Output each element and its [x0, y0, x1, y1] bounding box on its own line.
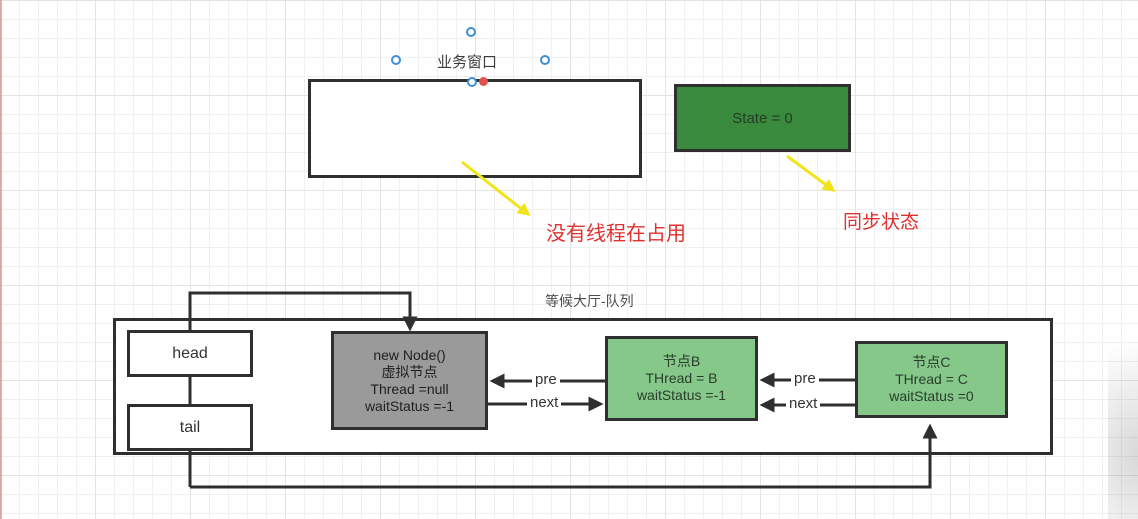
node-line: 虚拟节点: [381, 363, 438, 380]
corner-shadow: [1108, 309, 1138, 519]
node-line: 节点B: [662, 353, 701, 369]
selection-handle-left[interactable]: [391, 55, 401, 65]
node-line: Thread =null: [370, 380, 449, 397]
yellow-arrow-sync-state[interactable]: [786, 154, 836, 192]
node-line: THread = C: [895, 371, 968, 387]
node-line: waitStatus =-1: [636, 387, 727, 403]
edge-label-pre[interactable]: pre: [791, 370, 819, 387]
yellow-arrow-no-thread[interactable]: [461, 160, 531, 217]
selection-handle-top[interactable]: [466, 27, 476, 37]
node-line: waitStatus =0: [889, 388, 974, 404]
connection-point-dot[interactable]: [479, 77, 488, 86]
edge-label-next[interactable]: next: [527, 394, 562, 411]
node-b-box[interactable]: 节点B THread = B waitStatus =-1: [605, 336, 758, 421]
virtual-node-box[interactable]: new Node() 虚拟节点 Thread =null waitStatus …: [331, 331, 488, 430]
business-window-label[interactable]: 业务窗口: [437, 54, 498, 71]
queue-title[interactable]: 等候大厅-队列: [545, 293, 634, 309]
edge-label-next[interactable]: next: [786, 395, 821, 412]
edge-label-pre[interactable]: pre: [532, 371, 560, 388]
node-line: THread = B: [645, 370, 718, 386]
tail-label: tail: [179, 418, 201, 436]
node-c-box[interactable]: 节点C THread = C waitStatus =0: [855, 341, 1008, 418]
tail-to-nodec-connector[interactable]: [190, 423, 938, 489]
head-pointer-box[interactable]: head: [127, 330, 253, 377]
node-line: waitStatus =-1: [364, 397, 455, 414]
head-label: head: [172, 344, 208, 362]
state-box-label: State = 0: [732, 109, 793, 127]
head-to-dummy-connector[interactable]: [188, 291, 418, 487]
node-line: new Node(): [373, 346, 446, 363]
state-box[interactable]: State = 0: [674, 84, 851, 152]
node-line: 节点C: [912, 354, 951, 370]
annotation-no-thread[interactable]: 没有线程在占用: [546, 223, 686, 245]
selection-handle-right[interactable]: [540, 55, 550, 65]
annotation-sync-state[interactable]: 同步状态: [843, 212, 920, 233]
selection-handle-bottom[interactable]: [467, 77, 477, 87]
business-window-box[interactable]: [308, 79, 642, 178]
page-boundary-marker: [0, 0, 2, 519]
tail-pointer-box[interactable]: tail: [127, 404, 253, 451]
